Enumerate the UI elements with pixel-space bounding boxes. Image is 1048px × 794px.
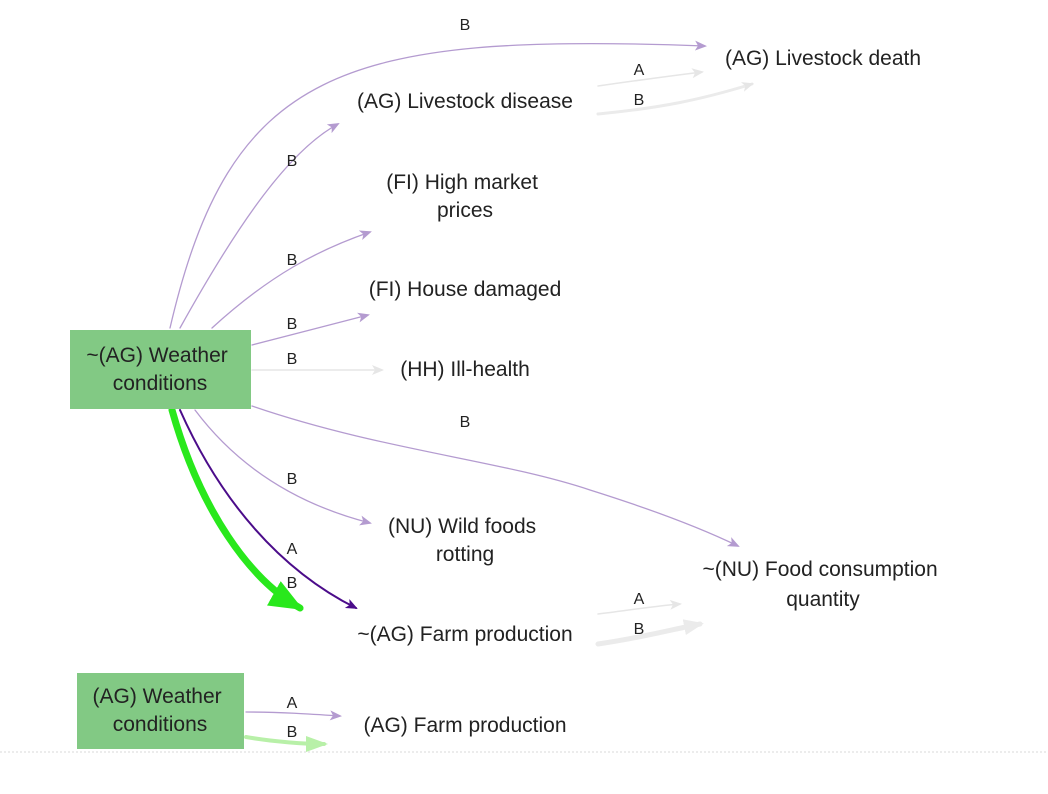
edge-label: A <box>634 591 645 608</box>
edge-weather-to-farm-production-a <box>179 409 358 609</box>
edge-label: B <box>287 724 298 741</box>
edge-disease-to-death-b <box>596 82 754 116</box>
edge-weather-pos-to-farm-b <box>244 735 328 752</box>
edge-label: B <box>287 471 298 488</box>
edge-weather-to-livestock-death <box>169 40 707 329</box>
node-weather-conditions[interactable]: (AG) Weather conditions <box>93 685 228 736</box>
node-livestock-death[interactable]: (AG) Livestock death <box>725 47 921 70</box>
edge-label: B <box>634 92 645 109</box>
edge-label: A <box>287 695 298 712</box>
edge-weather-to-market-prices <box>211 230 372 329</box>
node-livestock-disease[interactable]: (AG) Livestock disease <box>357 90 573 113</box>
edge-weather-to-wild-foods <box>194 409 372 526</box>
edge-label: B <box>287 351 298 368</box>
edge-label: B <box>460 17 471 34</box>
node-farm-production[interactable]: (AG) Farm production <box>363 714 566 737</box>
edge-weather-to-food-consumption <box>251 405 740 547</box>
node-weather-conditions-negated-box[interactable] <box>70 330 251 409</box>
node-weather-conditions-box[interactable] <box>77 673 244 749</box>
node-food-consumption-quantity[interactable]: ~(NU) Food consumption quantity <box>702 558 943 611</box>
edge-weather-pos-to-farm-a <box>245 710 342 721</box>
node-house-damaged[interactable]: (FI) House damaged <box>369 278 562 301</box>
edge-farm-to-consumption-a <box>597 599 682 615</box>
edge-label: B <box>634 621 645 638</box>
node-farm-production-negated[interactable]: ~(AG) Farm production <box>357 623 572 646</box>
edge-weather-to-farm-production-b <box>168 406 304 612</box>
edge-disease-to-death-a <box>597 68 704 87</box>
edge-label: B <box>287 252 298 269</box>
node-high-market-prices[interactable]: (FI) High market prices <box>386 171 544 222</box>
edge-weather-to-house-damaged <box>251 312 370 346</box>
edge-farm-to-consumption-b <box>595 619 704 647</box>
edge-label: B <box>460 414 471 431</box>
node-weather-conditions-negated[interactable]: ~(AG) Weather conditions <box>86 344 233 395</box>
edge-label: B <box>287 575 298 592</box>
edge-label: A <box>287 541 298 558</box>
edge-label: B <box>287 153 298 170</box>
node-ill-health[interactable]: (HH) Ill-health <box>400 358 530 381</box>
node-wild-foods-rotting[interactable]: (NU) Wild foods rotting <box>388 515 542 566</box>
edge-weather-to-livestock-disease <box>179 123 340 329</box>
edge-label: A <box>634 62 645 79</box>
edge-label: B <box>287 316 298 333</box>
